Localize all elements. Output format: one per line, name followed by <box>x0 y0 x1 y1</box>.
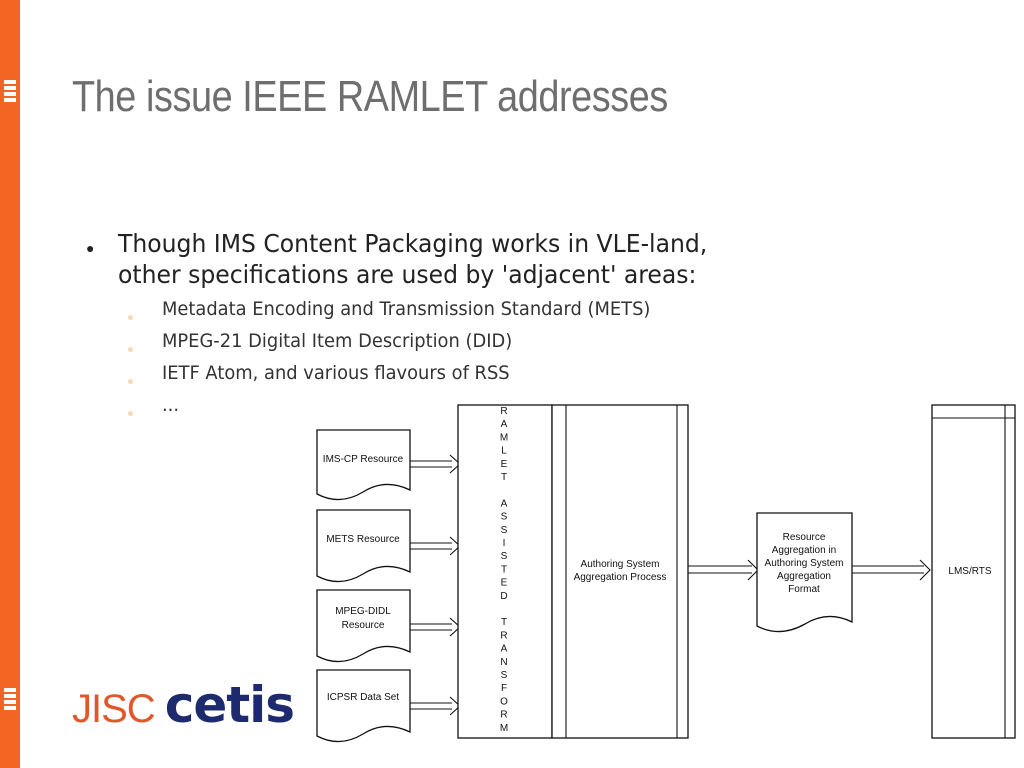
resource-mpeg-didl: MPEG-DIDL Resource <box>316 589 411 663</box>
ramlet-letter: A <box>501 498 508 509</box>
ramlet-letter: N <box>500 657 507 668</box>
ramlet-letter: R <box>500 710 507 721</box>
resource-icpsr: ICPSR Data Set <box>316 669 411 743</box>
page-title: The issue IEEE RAMLET addresses <box>72 72 668 121</box>
sub-bullet-mpeg: MPEG-21 Digital Item Description (DID) <box>162 330 513 352</box>
brand-side-bar <box>0 0 20 768</box>
double-arrow-icon <box>410 617 461 637</box>
lms-rts-box <box>931 404 1016 739</box>
aggregation-label: Aggregation in <box>772 545 837 556</box>
ramlet-letter: D <box>500 591 507 602</box>
ramlet-letter: L <box>501 446 507 457</box>
aggregation-label: Format <box>788 584 820 595</box>
sub-bullet-icon <box>128 411 133 416</box>
ramlet-letter: S <box>501 551 508 562</box>
cetis-logo-text: cetis <box>164 676 295 734</box>
sub-bullet-icon <box>128 315 133 320</box>
ramlet-letter: F <box>501 683 507 694</box>
ramlet-letter: T <box>501 617 507 628</box>
resource-ims-cp: IMS-CP Resource <box>316 429 411 501</box>
ramlet-letter: E <box>501 578 508 589</box>
ramlet-letter: T <box>501 564 507 575</box>
bar-stripes-icon <box>0 686 20 710</box>
ramlet-letter: E <box>501 459 508 470</box>
sub-bullet-ellipsis: ... <box>162 394 180 416</box>
ramlet-letter: S <box>501 525 508 536</box>
lms-label: LMS/RTS <box>948 566 991 577</box>
ramlet-letter: R <box>500 406 507 417</box>
sub-bullet-icon <box>128 347 133 352</box>
ramlet-letter: A <box>501 419 508 430</box>
ramlet-letter: S <box>501 512 508 523</box>
aggregation-label: Authoring System <box>765 558 844 569</box>
resource-arrows <box>410 454 461 716</box>
resource-label-2: Resource <box>342 620 385 631</box>
sub-bullet-icon <box>128 379 133 384</box>
double-arrow-icon <box>410 454 461 474</box>
aggregation-label: Aggregation <box>777 571 831 582</box>
ramlet-letter: R <box>500 630 507 641</box>
resource-label: METS Resource <box>326 534 400 545</box>
ramlet-letter: M <box>500 723 508 734</box>
resource-label: MPEG-DIDL <box>335 606 391 617</box>
jisc-logo-text: JISC <box>72 687 156 731</box>
ramlet-letter: O <box>500 696 508 707</box>
resource-mets: METS Resource <box>316 509 411 583</box>
aggregation-format-doc: Resource Aggregation in Authoring System… <box>756 512 853 633</box>
ramlet-letter: S <box>501 670 508 681</box>
ramlet-letter: I <box>503 538 506 549</box>
bar-stripes-icon <box>0 78 20 102</box>
main-bullet-text: Though IMS Content Packaging works in VL… <box>118 229 708 289</box>
double-arrow-icon <box>688 559 759 581</box>
ramlet-letter: A <box>501 644 508 655</box>
aggregation-label: Resource <box>783 532 826 543</box>
authoring-system-box <box>551 404 689 739</box>
resource-label: IMS-CP Resource <box>323 454 404 465</box>
authoring-label-1: Authoring System <box>581 559 660 570</box>
ramlet-transform-box <box>457 404 553 739</box>
resource-label: ICPSR Data Set <box>327 692 399 703</box>
ramlet-letter: M <box>500 432 508 443</box>
double-arrow-icon <box>410 696 461 716</box>
sub-bullet-mets: Metadata Encoding and Transmission Stand… <box>162 298 651 320</box>
double-arrow-icon <box>410 536 461 556</box>
ramlet-letter: T <box>501 472 507 483</box>
sub-bullet-atom: IETF Atom, and various flavours of RSS <box>162 362 510 384</box>
authoring-label-2: Aggregation Process <box>574 572 667 583</box>
bullet-icon: ● <box>86 240 95 256</box>
double-arrow-icon <box>852 559 931 581</box>
